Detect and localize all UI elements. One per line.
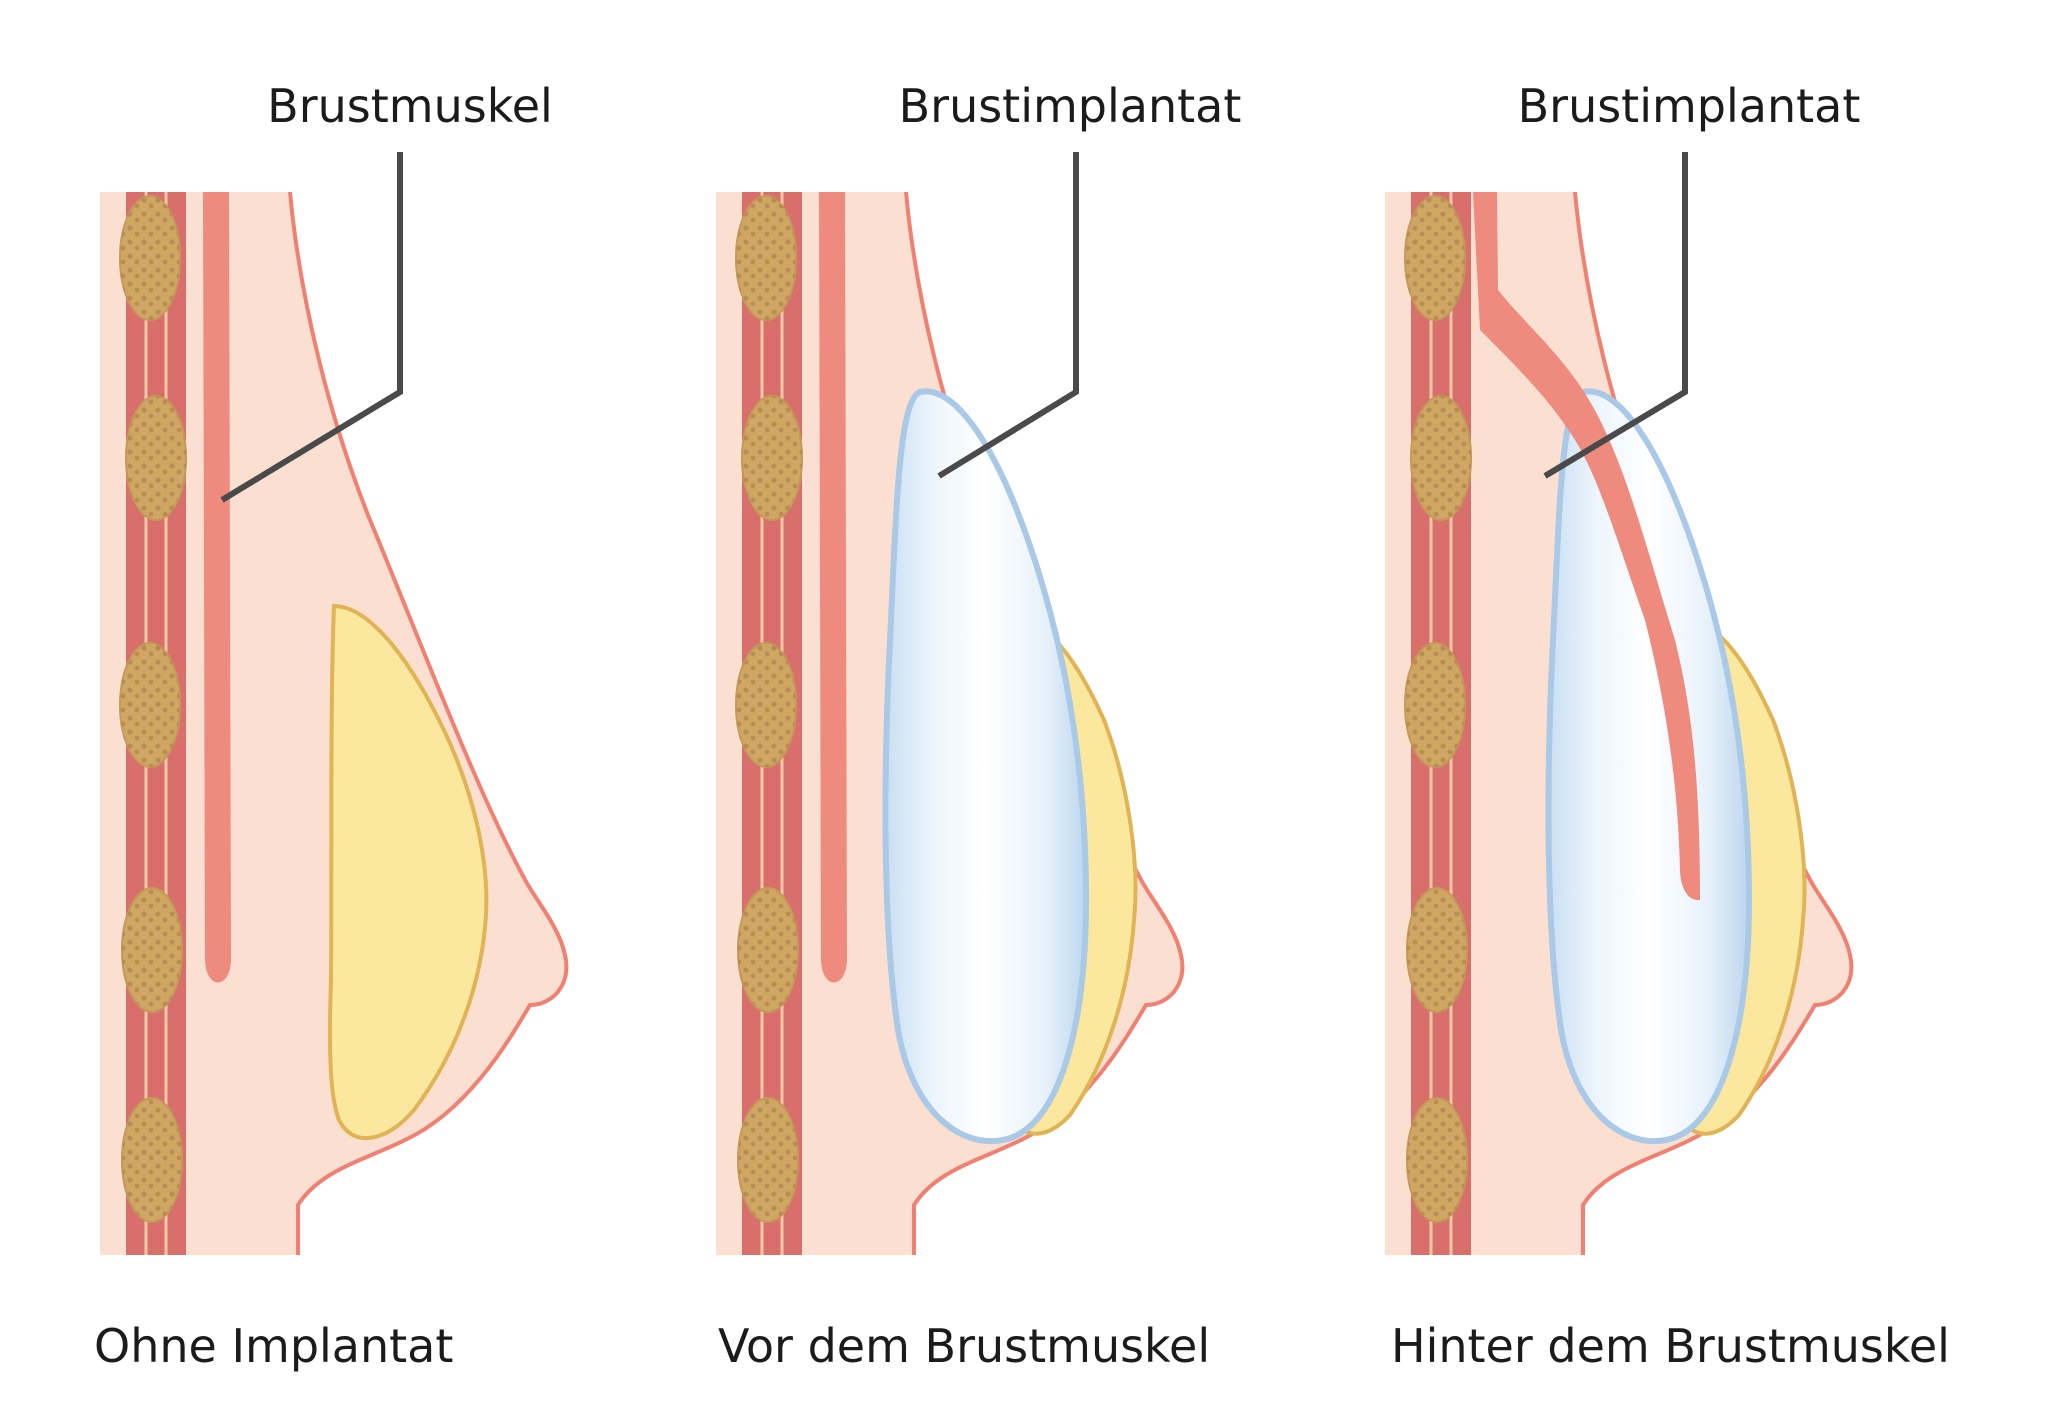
panel-caption: Vor dem Brustmuskel: [718, 1319, 1210, 1373]
callout-leader-line: [220, 152, 403, 503]
panel-hinter-dem-brustmuskel: Brustimplantat Hinter dem Brustmuskel: [1383, 79, 1950, 1373]
callout-label: Brustmuskel: [267, 79, 553, 133]
callout-label: Brustimplantat: [1518, 79, 1861, 133]
callout-leader-line: [937, 152, 1079, 479]
callout-leader-line: [1543, 152, 1688, 479]
callout-label: Brustimplantat: [899, 79, 1242, 133]
panel-caption: Ohne Implantat: [94, 1319, 453, 1373]
panel-ohne-implantat: Brustmuskel Ohne Implantat: [94, 79, 569, 1373]
panel-vor-dem-brustmuskel: Brustimplantat Vor dem Brustmuskel: [714, 79, 1242, 1373]
panel-caption: Hinter dem Brustmuskel: [1391, 1319, 1950, 1373]
